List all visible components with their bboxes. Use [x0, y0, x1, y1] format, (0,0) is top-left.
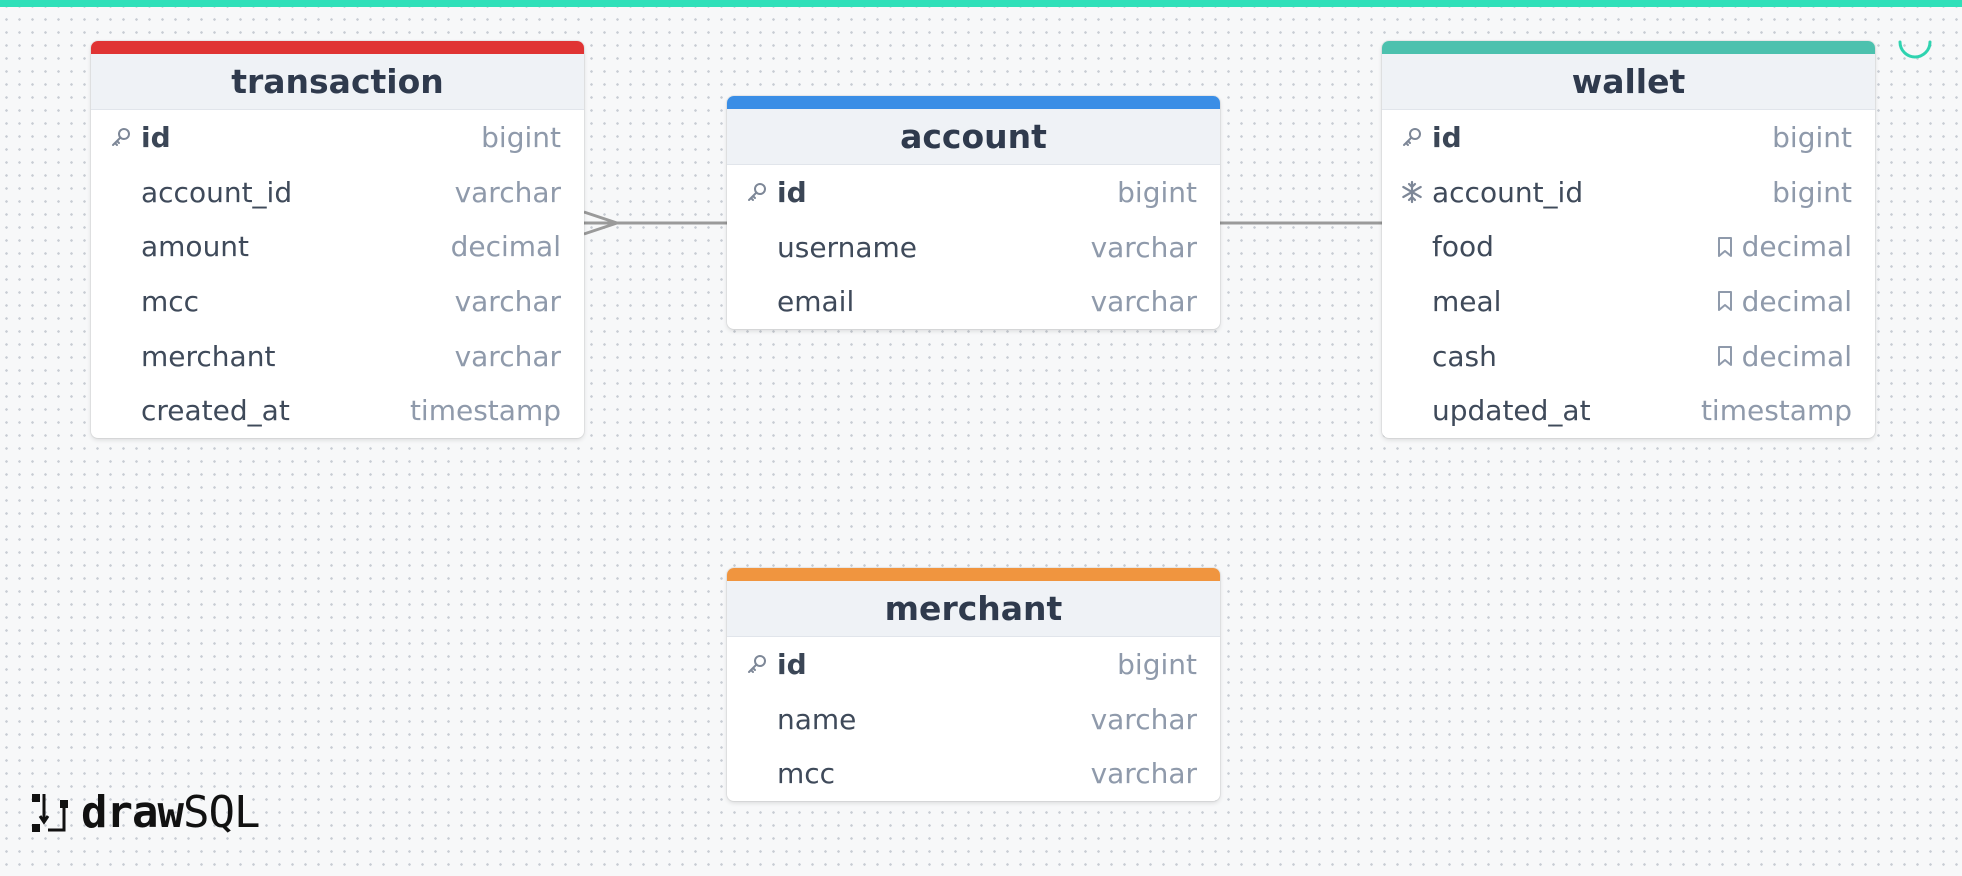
key-icon — [1403, 128, 1421, 147]
bookmark-icon — [1717, 346, 1732, 367]
column-type-text: decimal — [1741, 284, 1852, 318]
column-type: varchar — [1090, 230, 1197, 264]
logo-text-draw: draw — [81, 787, 184, 838]
column-type: decimal — [450, 230, 561, 264]
column-type-text: decimal — [1741, 339, 1852, 373]
drawsql-logo-icon — [32, 793, 68, 832]
table-wallet[interactable]: wallet id bigint account_id bigint food … — [1382, 41, 1875, 439]
column-row[interactable]: mcc varchar — [727, 746, 1220, 801]
table-title[interactable]: account — [727, 109, 1220, 165]
column-row[interactable]: id bigint — [727, 637, 1220, 692]
column-name: id — [777, 175, 807, 209]
column-type: bigint — [1772, 120, 1852, 154]
column-type: decimal — [1716, 285, 1852, 318]
column-type: bigint — [1117, 175, 1197, 209]
key-icon — [748, 183, 766, 202]
column-name: amount — [141, 230, 250, 264]
column-row[interactable]: account_id bigint — [1382, 165, 1875, 220]
logo-text-sql: SQL — [182, 787, 260, 838]
table-accent — [91, 41, 584, 54]
column-list: id bigint account_id varchar amount deci… — [91, 110, 584, 438]
column-row[interactable]: merchant varchar — [91, 329, 584, 384]
key-icon — [112, 128, 130, 147]
column-name: cash — [1432, 339, 1497, 373]
table-accent — [727, 568, 1220, 581]
column-type: varchar — [1090, 702, 1197, 736]
top-accent-bar — [0, 0, 1962, 7]
column-row[interactable]: food decimal — [1382, 219, 1875, 274]
column-row[interactable]: email varchar — [727, 274, 1220, 329]
loading-spinner-icon — [1898, 40, 1932, 59]
column-type: bigint — [1772, 175, 1852, 209]
column-type: decimal — [1716, 230, 1852, 263]
column-name: mcc — [141, 284, 200, 318]
column-row[interactable]: meal decimal — [1382, 274, 1875, 329]
bookmark-icon — [1717, 291, 1732, 312]
column-name: meal — [1432, 284, 1502, 318]
column-type: varchar — [1090, 285, 1197, 319]
column-list: id bigint username varchar email varchar — [727, 165, 1220, 329]
column-type: varchar — [1090, 757, 1197, 791]
table-merchant[interactable]: merchant id bigint name varchar mcc varc… — [727, 568, 1220, 802]
column-name: id — [141, 120, 171, 154]
column-name: id — [1432, 120, 1462, 154]
table-transaction[interactable]: transaction id bigint account_id varchar… — [91, 41, 584, 439]
bookmark-icon — [1717, 236, 1732, 257]
column-name: email — [777, 285, 855, 319]
column-name: username — [777, 230, 917, 264]
column-row[interactable]: id bigint — [1382, 110, 1875, 165]
column-row[interactable]: cash decimal — [1382, 329, 1875, 384]
column-row[interactable]: created_at timestamp — [91, 383, 584, 438]
unique-snowflake-icon — [1402, 180, 1422, 204]
column-type-text: decimal — [1741, 230, 1852, 264]
relation-transaction-account[interactable] — [583, 210, 727, 236]
column-list: id bigint account_id bigint food decimal… — [1382, 110, 1875, 438]
column-row[interactable]: amount decimal — [91, 219, 584, 274]
column-row[interactable]: updated_at timestamp — [1382, 383, 1875, 438]
column-name: merchant — [141, 339, 276, 373]
table-account[interactable]: account id bigint username varchar email… — [727, 96, 1220, 330]
column-row[interactable]: account_id varchar — [91, 165, 584, 220]
column-name: id — [777, 647, 807, 681]
column-type: varchar — [454, 339, 561, 373]
column-type: varchar — [454, 175, 561, 209]
table-title[interactable]: wallet — [1382, 54, 1875, 110]
column-row[interactable]: username varchar — [727, 220, 1220, 275]
column-type: varchar — [454, 284, 561, 318]
column-type: decimal — [1716, 340, 1852, 373]
column-name: name — [777, 702, 857, 736]
column-type: bigint — [1117, 647, 1197, 681]
column-name: created_at — [141, 394, 290, 428]
column-row[interactable]: mcc varchar — [91, 274, 584, 329]
column-name: mcc — [777, 757, 836, 791]
table-accent — [1382, 41, 1875, 54]
column-row[interactable]: id bigint — [91, 110, 584, 165]
column-name: account_id — [1432, 175, 1584, 209]
column-name: account_id — [141, 175, 293, 209]
column-row[interactable]: id bigint — [727, 165, 1220, 220]
column-list: id bigint name varchar mcc varchar — [727, 637, 1220, 801]
column-name: updated_at — [1432, 394, 1591, 428]
column-row[interactable]: name varchar — [727, 692, 1220, 747]
table-title[interactable]: merchant — [727, 581, 1220, 637]
table-title[interactable]: transaction — [91, 54, 584, 110]
column-name: food — [1432, 230, 1494, 264]
table-accent — [727, 96, 1220, 109]
column-type: timestamp — [409, 394, 561, 428]
key-icon — [748, 655, 766, 674]
column-type: timestamp — [1700, 394, 1852, 428]
column-type: bigint — [481, 120, 561, 154]
